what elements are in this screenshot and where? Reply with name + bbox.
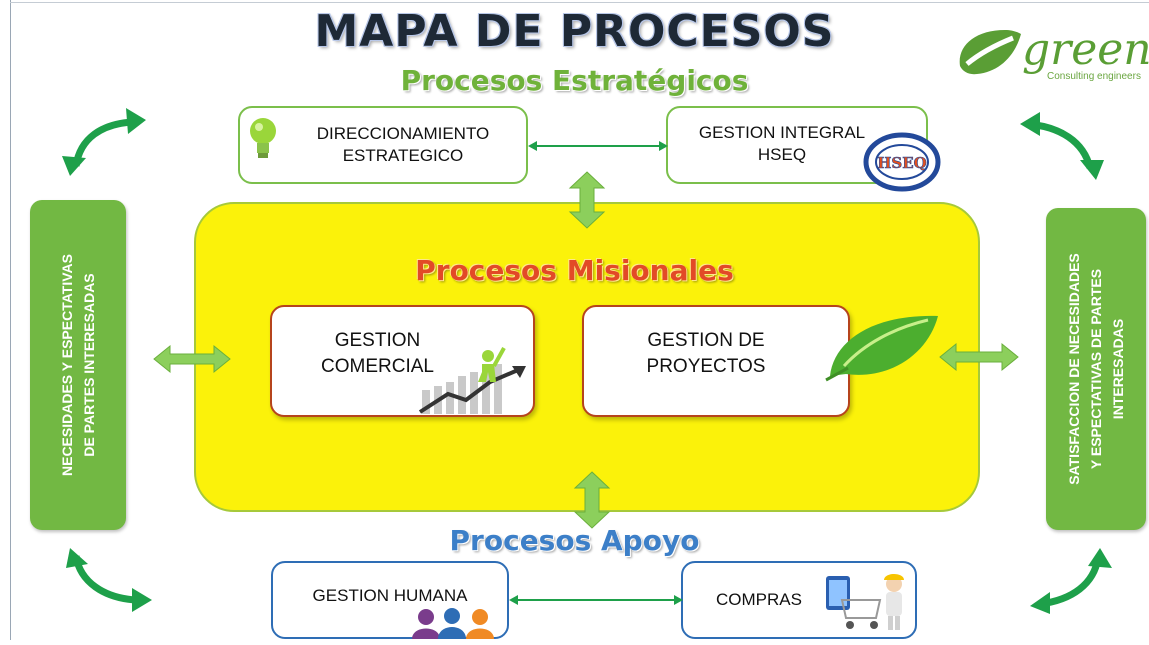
frame-left-line: [10, 0, 11, 640]
top-right-curved-arrow: [1020, 112, 1104, 180]
missional-to-support-arrow: [573, 471, 611, 529]
hseq-badge-text: HSEQ: [877, 154, 927, 172]
lightbulb-icon: [250, 118, 276, 158]
bottom-left-curved-arrow: [66, 548, 152, 612]
strategic-to-missional-arrow: [568, 171, 606, 229]
direccionamiento-estrategico-box[interactable]: DIRECCIONAMIENTO ESTRATEGICO: [238, 106, 528, 184]
right-satisfaction-text: SATISFACCION DE NECESIDADES Y ESPECTATIV…: [1063, 214, 1129, 524]
gestion-proyectos-line-1: GESTION DE: [647, 330, 765, 351]
left-connector-arrow: [153, 344, 231, 374]
direccionamiento-line-1: DIRECCIONAMIENTO: [316, 124, 490, 143]
strategic-section-title: Procesos Estratégicos: [400, 64, 749, 97]
left-needs-bar: NECESIDADES Y ESPECTATIVAS DE PARTES INT…: [30, 200, 126, 530]
compras-label: COMPRAS: [716, 590, 802, 609]
gestion-integral-line-1: GESTION INTEGRAL: [698, 123, 866, 142]
gestion-proyectos-line-2: PROYECTOS: [646, 356, 766, 377]
support-section-title: Procesos Apoyo: [449, 524, 700, 557]
gestion-proyectos-box[interactable]: GESTION DE PROYECTOS: [582, 305, 850, 417]
missional-section-title: Procesos Misionales: [415, 254, 734, 287]
right-satisfaction-line-1: SATISFACCION DE NECESIDADES: [1066, 253, 1082, 485]
gestion-comercial-line-1: GESTION: [334, 330, 421, 351]
hseq-badge-icon: HSEQ: [863, 132, 941, 192]
gestion-humana-box[interactable]: GESTION HUMANA: [271, 561, 509, 639]
left-needs-text: NECESIDADES Y ESPECTATIVAS DE PARTES INT…: [56, 210, 100, 520]
right-connector-arrow: [939, 342, 1019, 372]
right-satisfaction-bar: SATISFACCION DE NECESIDADES Y ESPECTATIV…: [1046, 208, 1146, 530]
logo-brand: green: [1022, 24, 1149, 75]
strategic-connector-arrow: [528, 141, 668, 151]
gestion-humana-label: GESTION HUMANA: [312, 586, 468, 605]
bottom-right-curved-arrow: [1030, 548, 1112, 614]
page-title: MAPA DE PROCESOS: [314, 6, 835, 57]
gestion-comercial-line-2: COMERCIAL: [321, 356, 434, 377]
logo-tagline: Consulting engineers: [1047, 71, 1141, 82]
gestion-integral-line-2: HSEQ: [757, 145, 807, 164]
left-needs-line-1: NECESIDADES Y ESPECTATIVAS: [59, 254, 75, 476]
shopping-cart-icon: [826, 574, 904, 630]
left-needs-line-2: DE PARTES INTERESADAS: [81, 273, 97, 457]
direccionamiento-line-2: ESTRATEGICO: [342, 146, 464, 165]
support-connector-arrow: [509, 595, 683, 605]
people-group-icon: [412, 608, 494, 639]
right-satisfaction-line-2: Y ESPECTATIVAS DE PARTES: [1088, 268, 1104, 470]
leaf-icon: [825, 315, 938, 382]
growth-chart-icon: [418, 347, 526, 414]
frame-top-line: [10, 2, 1149, 3]
leaf-logo-icon: [959, 30, 1021, 75]
top-left-curved-arrow: [62, 108, 146, 176]
right-satisfaction-line-3: INTERESADAS: [1110, 318, 1126, 420]
